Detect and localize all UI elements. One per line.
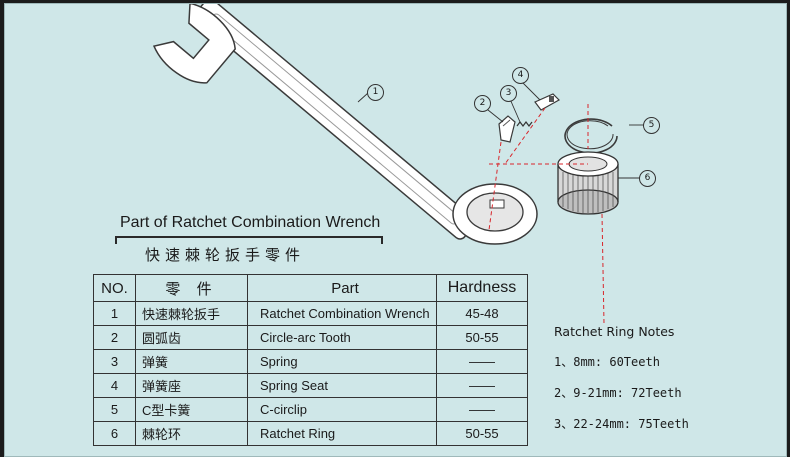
callout-1: 1 [367, 84, 384, 101]
ratchet-ring-notes: Ratchet Ring Notes 1、8mm: 60Teeth 2、9-21… [554, 324, 689, 446]
table-row: 3 弹簧 Spring —— [93, 349, 528, 374]
parts-table: NO. 零 件 Part Hardness 1 快速棘轮扳手 Ratchet C… [93, 274, 528, 446]
notes-title: Ratchet Ring Notes [554, 324, 675, 339]
title-chinese: 快速棘轮扳手零件 [145, 246, 306, 264]
cell-cn: 弹簧座 [135, 373, 248, 398]
callout-2: 2 [474, 95, 491, 112]
callout-3: 3 [500, 85, 517, 102]
cell-part: Circle-arc Tooth [247, 325, 437, 350]
table-row: 1 快速棘轮扳手 Ratchet Combination Wrench 45-4… [93, 301, 528, 326]
cell-part: Spring Seat [247, 373, 437, 398]
cell-no: 1 [93, 301, 136, 326]
wrench-body [194, 4, 476, 240]
table-row: 4 弹簧座 Spring Seat —— [93, 373, 528, 398]
cell-hardness: —— [436, 349, 528, 374]
header-no: NO. [93, 274, 136, 302]
cell-part: Ratchet Combination Wrench [247, 301, 437, 326]
cell-no: 5 [93, 397, 136, 422]
ratchet-ring-part [557, 151, 619, 215]
spring-part [516, 121, 533, 127]
cell-part: Spring [247, 349, 437, 374]
header-part: Part [247, 274, 437, 302]
table-row: 5 C型卡簧 C-circlip —— [93, 397, 528, 422]
cell-cn: 棘轮环 [135, 421, 248, 446]
callout-4: 4 [512, 67, 529, 84]
c-circlip-part [564, 118, 618, 154]
wrench-ring-end [452, 183, 538, 245]
cell-no: 2 [93, 325, 136, 350]
spring-seat-part [534, 93, 560, 111]
diagram-canvas: 1 2 3 4 5 6 Part of Ratchet Combination … [4, 3, 787, 457]
cell-no: 4 [93, 373, 136, 398]
notes-item: 3、22-24mm: 75Teeth [554, 417, 689, 431]
leader-lines [357, 81, 644, 179]
cell-hardness: —— [436, 373, 528, 398]
notes-item: 2、9-21mm: 72Teeth [554, 386, 682, 400]
cell-cn: 弹簧 [135, 349, 248, 374]
cell-no: 6 [93, 421, 136, 446]
table-header-row: NO. 零 件 Part Hardness [93, 274, 528, 302]
title-divider [115, 236, 383, 244]
table-row: 2 圆弧齿 Circle-arc Tooth 50-55 [93, 325, 528, 350]
cell-cn: 快速棘轮扳手 [135, 301, 248, 326]
cell-part: C-circlip [247, 397, 437, 422]
title-english: Part of Ratchet Combination Wrench [120, 214, 381, 231]
cell-hardness: 50-55 [436, 325, 528, 350]
cell-cn: C型卡簧 [135, 397, 248, 422]
cell-hardness: 45-48 [436, 301, 528, 326]
cell-cn: 圆弧齿 [135, 325, 248, 350]
callout-6: 6 [639, 170, 656, 187]
cell-part: Ratchet Ring [247, 421, 437, 446]
header-cn: 零 件 [135, 274, 248, 302]
cell-no: 3 [93, 349, 136, 374]
wrench-exploded-drawing [152, 4, 644, 325]
cell-hardness: 50-55 [436, 421, 528, 446]
header-hardness: Hardness [436, 274, 528, 302]
wrench-open-end [152, 4, 236, 84]
cell-hardness: —— [436, 397, 528, 422]
table-row: 6 棘轮环 Ratchet Ring 50-55 [93, 421, 528, 446]
notes-item: 1、8mm: 60Teeth [554, 355, 660, 369]
callout-5: 5 [643, 117, 660, 134]
circle-arc-tooth-part [498, 115, 516, 143]
alignment-guides [488, 104, 605, 325]
